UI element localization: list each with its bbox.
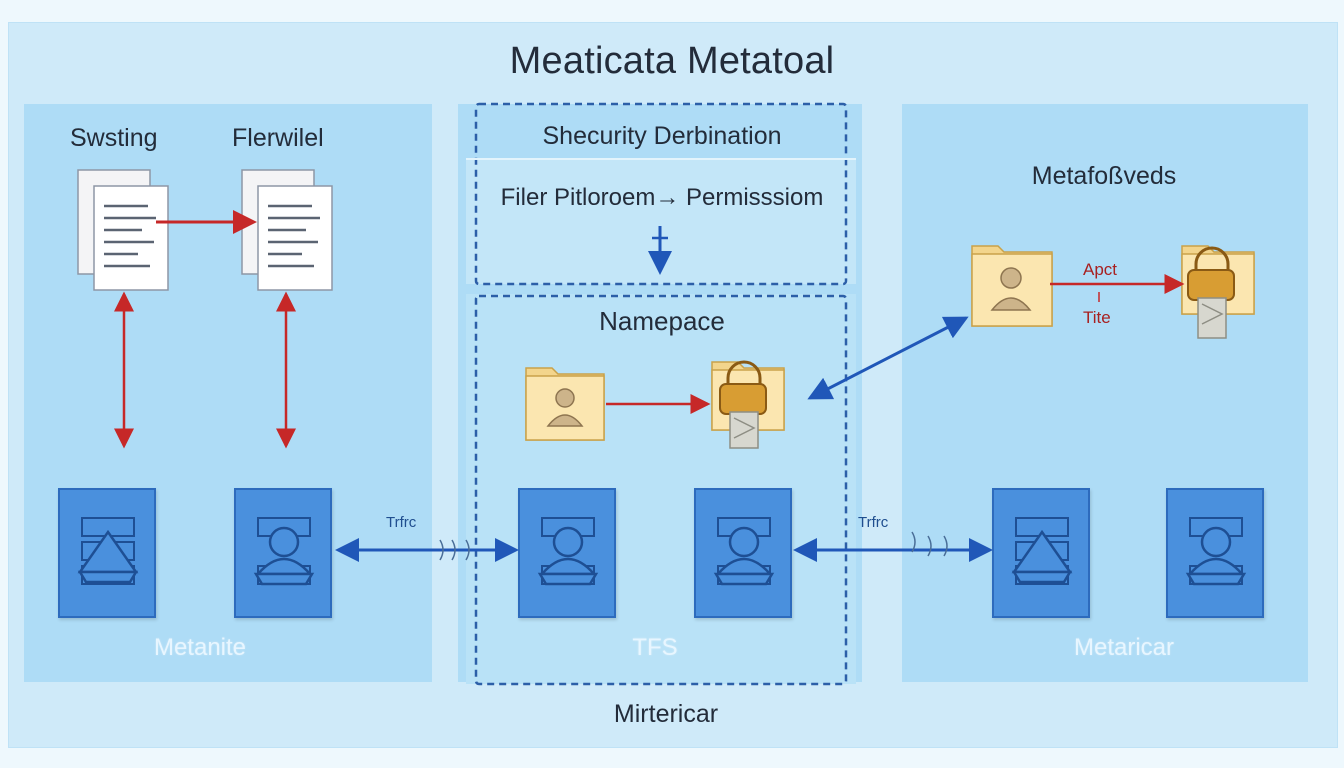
triangle-node-icon: [1011, 517, 1073, 585]
left-label-b: Flerwilel: [232, 124, 324, 152]
connector-label-right: Trfrc: [858, 514, 889, 531]
left-label-a: Swsting: [70, 124, 158, 152]
user-node-icon: [1185, 517, 1247, 586]
footer-label: Mirtericar: [613, 700, 719, 728]
user-node-icon: [713, 517, 775, 586]
connector-label-left: Trfrc: [386, 514, 417, 531]
middle-bottom-label: TFS: [632, 634, 678, 661]
user-folder-icon: [525, 367, 605, 441]
arrow-label-top: Apct: [1083, 260, 1118, 279]
diagram-title: Meaticata Metatoal: [509, 40, 835, 82]
user-folder-icon: [971, 245, 1053, 327]
document-icon: [77, 169, 169, 291]
namespace-heading: Namepace: [599, 306, 725, 336]
node-card-triangle: [58, 488, 156, 618]
security-heading: Shecurity Derbination: [542, 122, 782, 150]
user-node-icon: [253, 517, 315, 586]
lock-folder-icon: [1181, 245, 1255, 339]
node-card-user: [518, 488, 616, 618]
document-icon: [241, 169, 333, 291]
node-card-user: [1166, 488, 1264, 618]
triangle-node-icon: [77, 517, 139, 585]
filter-permission-label: Filer Pitloroem→ Permisssiom: [500, 184, 824, 211]
arrow-label-bottom: Tite: [1083, 308, 1111, 327]
user-node-icon: [537, 517, 599, 586]
lock-folder-icon: [711, 360, 785, 449]
security-box: [466, 158, 856, 284]
left-bottom-label: Metanite: [153, 634, 247, 661]
right-heading: Metafoßveds: [1031, 162, 1177, 190]
right-bottom-label: Metaricar: [1073, 634, 1175, 661]
node-card-triangle: [992, 488, 1090, 618]
node-card-user: [234, 488, 332, 618]
node-card-user: [694, 488, 792, 618]
